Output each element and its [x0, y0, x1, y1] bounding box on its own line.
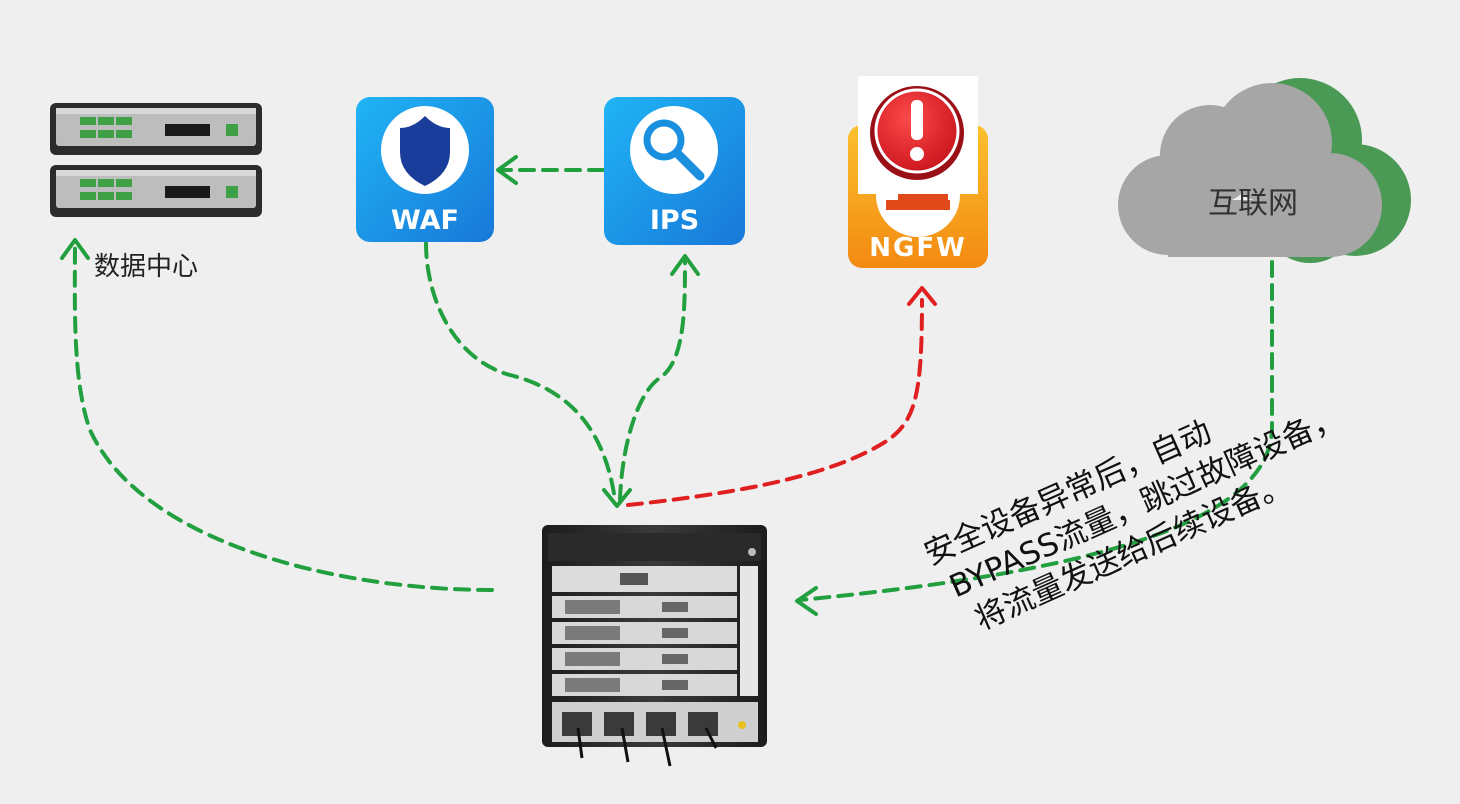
shield-icon [400, 116, 450, 186]
ips-tile [604, 97, 745, 245]
ips-label: IPS [649, 205, 700, 236]
cloud-icon [1118, 78, 1411, 263]
waf-tile [356, 97, 494, 242]
waf-label: WAF [391, 205, 459, 236]
ngfw-label: NGFW [869, 233, 967, 263]
ngfw-tile [848, 76, 988, 268]
internet-label: 互联网 [1208, 186, 1298, 221]
arrowhead-datacenter [60, 238, 90, 260]
bypass-switch-device [542, 525, 767, 767]
datacenter-label: 数据中心 [94, 252, 199, 282]
arrowhead-ngfw [907, 286, 937, 306]
arrowhead-switch-internet [795, 586, 818, 616]
flow-switch-to-datacenter [72, 242, 494, 592]
datacenter-server-icon [50, 103, 262, 217]
arrowhead-switch-in [602, 488, 632, 508]
flow-switch-to-ips [618, 256, 687, 502]
flow-switch-to-ngfw [626, 298, 924, 507]
flow-waf-to-switch [424, 241, 617, 502]
arrowhead-ips [670, 254, 700, 276]
magnifier-icon [643, 119, 705, 181]
flow-internet-to-switch [798, 260, 1274, 602]
alert-icon [870, 86, 964, 180]
arrowhead-waf [496, 155, 518, 185]
